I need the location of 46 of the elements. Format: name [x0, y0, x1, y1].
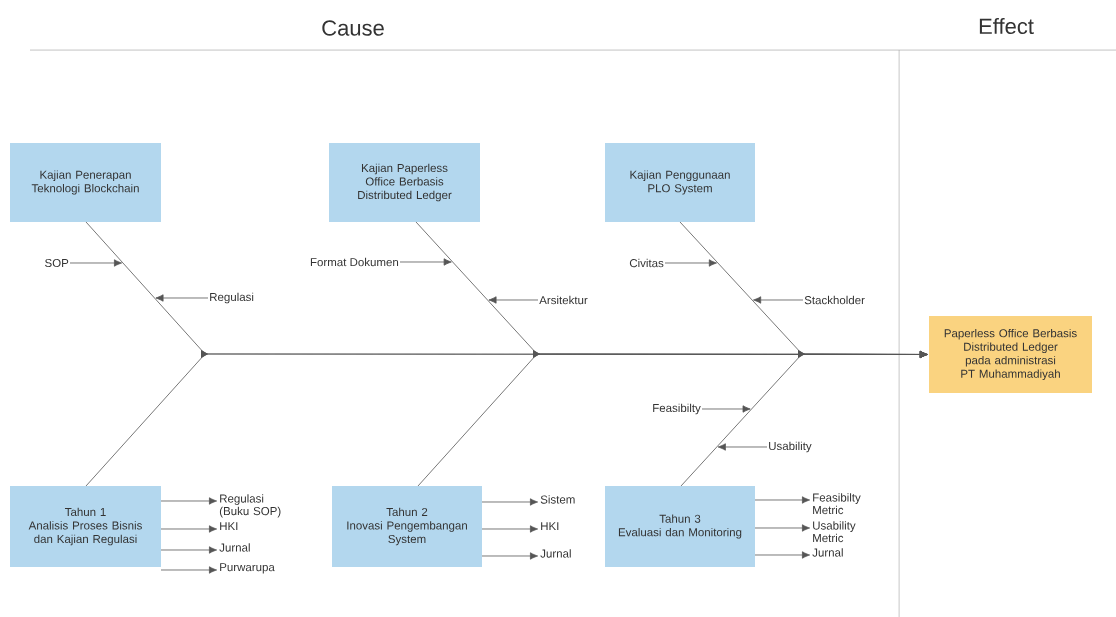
arrow	[155, 294, 209, 302]
arrow	[664, 259, 717, 267]
arrow	[481, 498, 538, 506]
effect-box: Paperless Office Berbasis Distributed Ledger pada administrasi PT Muhammadiyah	[929, 316, 1092, 393]
arrow	[160, 525, 217, 533]
arrow	[488, 296, 539, 304]
process-box: Kajian Paperless Office Berbasis Distributed Ledger	[329, 143, 480, 222]
arrow	[754, 551, 810, 559]
output-label: Purwarupa	[220, 563, 275, 574]
arrow	[754, 496, 810, 504]
arrow	[399, 258, 452, 266]
arrow	[160, 497, 217, 505]
heading: Cause	[322, 20, 384, 36]
arrow	[753, 296, 804, 304]
output-label: HKI	[541, 522, 559, 531]
process-box: Kajian Penerapan Teknologi Blockchain	[10, 143, 161, 222]
process-box: Tahun 2 Inovasi Pengembangan System	[332, 486, 482, 567]
cause-label: Civitas	[629, 258, 664, 268]
process-box: Tahun 1 Analisis Proses Bisnis dan Kajian Regulasi	[10, 486, 161, 567]
output-label: Usability Metric	[813, 521, 856, 543]
process-box: Kajian Penggunaan PLO System	[605, 143, 755, 222]
arrow	[701, 405, 751, 413]
arrow	[754, 524, 810, 532]
arrow	[481, 552, 538, 560]
arrow	[717, 443, 768, 451]
output-label: Jurnal	[812, 548, 843, 557]
output-label: Jurnal	[219, 543, 250, 552]
output-label: Jurnal	[540, 549, 571, 558]
output-label: Feasibilty Metric	[813, 493, 861, 515]
cause-label: Regulasi	[210, 292, 254, 304]
heading: Effect	[979, 17, 1034, 35]
cause-label: Usability	[769, 441, 812, 453]
arrow	[481, 525, 538, 533]
arrow	[160, 546, 217, 554]
arrow	[680, 350, 928, 487]
output-label: Sistem	[540, 495, 575, 504]
cause-label: Format Dokumen	[310, 257, 399, 267]
arrow	[160, 566, 217, 574]
cause-label: Arsitektur	[539, 295, 588, 305]
cause-label: SOP	[45, 258, 69, 268]
output-label: Regulasi (Buku SOP)	[219, 494, 281, 518]
cause-label: Stackholder	[804, 295, 865, 305]
process-box: Tahun 3 Evaluasi dan Monitoring	[605, 486, 755, 567]
arrow	[69, 259, 122, 267]
output-label: HKI	[220, 522, 238, 531]
cause-label: Feasibilty	[653, 403, 701, 415]
